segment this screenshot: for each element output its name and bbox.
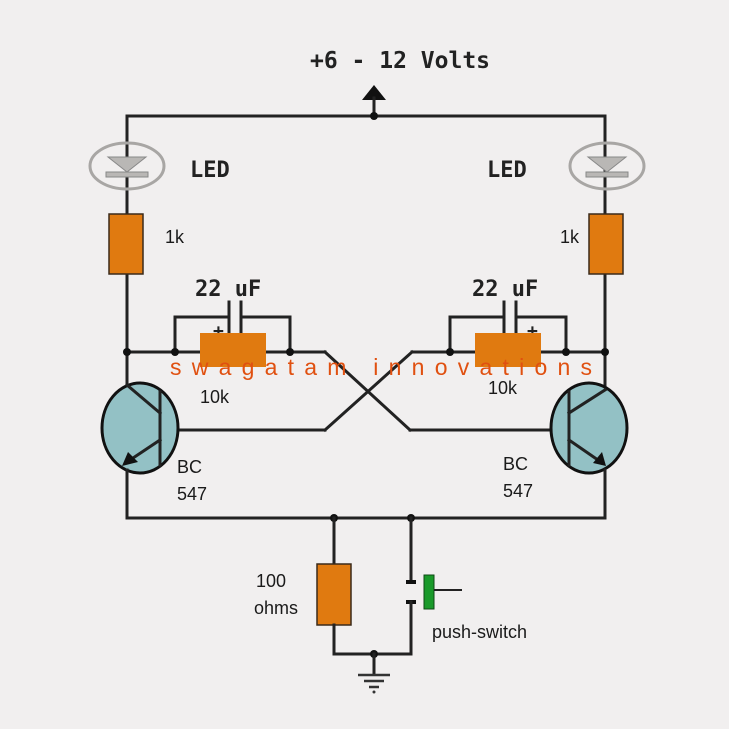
resistor-10k-left	[200, 333, 266, 367]
cap-left-label: 22 uF	[195, 277, 261, 302]
junction-dot	[446, 348, 454, 356]
trans-left-label-1: BC	[177, 457, 202, 477]
wire-cap-right-a	[448, 315, 506, 354]
switch-contact-top	[406, 580, 416, 584]
supply-arrow-icon	[362, 85, 386, 118]
wire-100-bottom	[332, 623, 413, 656]
trans-right-label-1: BC	[503, 454, 528, 474]
ground-icon	[358, 652, 390, 694]
res-1k-left-label: 1k	[165, 227, 185, 247]
res-10k-left-label: 10k	[200, 387, 230, 407]
resistor-10k-right	[475, 333, 541, 367]
wire-cap-left-a	[173, 315, 231, 354]
wire-cross-2	[322, 349, 415, 433]
cap-right-label: 22 uF	[472, 277, 538, 302]
junction-dot	[562, 348, 570, 356]
res-10k-right-label: 10k	[488, 378, 518, 398]
cap-right-plus: +	[527, 321, 538, 342]
led-right-label: LED	[487, 158, 527, 183]
wire-cap-right-b	[514, 315, 568, 354]
resistor-1k-left	[108, 213, 144, 275]
supply-label: +6 - 12 Volts	[310, 48, 490, 74]
switch-label: push-switch	[432, 622, 527, 642]
led-left-label: LED	[190, 158, 230, 183]
wire-cap-left-b	[239, 315, 292, 354]
capacitor-left-icon	[227, 300, 243, 334]
cap-left-plus: +	[213, 321, 224, 342]
res-100-label-1: 100	[256, 571, 286, 591]
junction-dot	[286, 348, 294, 356]
transistor-right-icon	[549, 381, 629, 475]
junction-dot	[601, 348, 609, 356]
led-right-icon	[568, 141, 646, 191]
push-switch-button-icon[interactable]	[423, 574, 462, 610]
trans-left-label-2: 547	[177, 484, 207, 504]
resistor-1k-right	[588, 213, 624, 275]
junction-dot	[123, 348, 131, 356]
trans-right-label-2: 547	[503, 481, 533, 501]
res-100-label-2: ohms	[254, 598, 298, 618]
led-left-icon	[88, 141, 166, 191]
junction-dot	[171, 348, 179, 356]
transistor-left-icon	[100, 381, 180, 475]
junction-dot	[370, 112, 378, 120]
capacitor-right-icon	[502, 300, 518, 334]
res-1k-right-label: 1k	[560, 227, 580, 247]
resistor-100-ohms	[316, 563, 352, 626]
